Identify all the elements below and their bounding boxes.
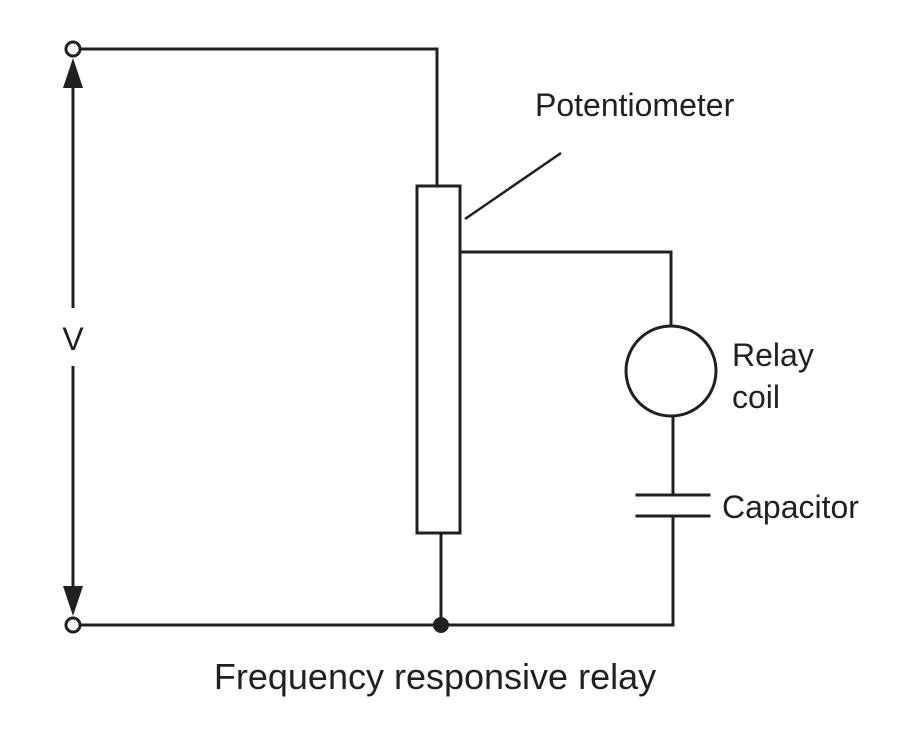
capacitor-label: Capacitor — [722, 489, 859, 525]
bottom-terminal — [64, 616, 82, 634]
wiper-wire — [458, 250, 673, 329]
voltage-arrow-down-head — [63, 586, 83, 616]
potentiometer-label: Potentiometer — [535, 87, 735, 123]
voltage-arrow-up-head — [63, 58, 83, 88]
potentiometer — [415, 184, 462, 535]
potentiometer-leader-line — [464, 151, 562, 221]
top-wire — [78, 47, 439, 188]
junction-dot — [433, 617, 449, 633]
top-terminal — [64, 40, 82, 58]
diagram-title: Frequency responsive relay — [214, 656, 656, 697]
bottom-wire — [78, 514, 675, 627]
relay-coil — [624, 324, 718, 418]
voltage-label: V — [62, 321, 84, 357]
relay-coil-label-line1: Relay — [732, 337, 814, 373]
relay-coil-label-line2: coil — [732, 379, 780, 415]
